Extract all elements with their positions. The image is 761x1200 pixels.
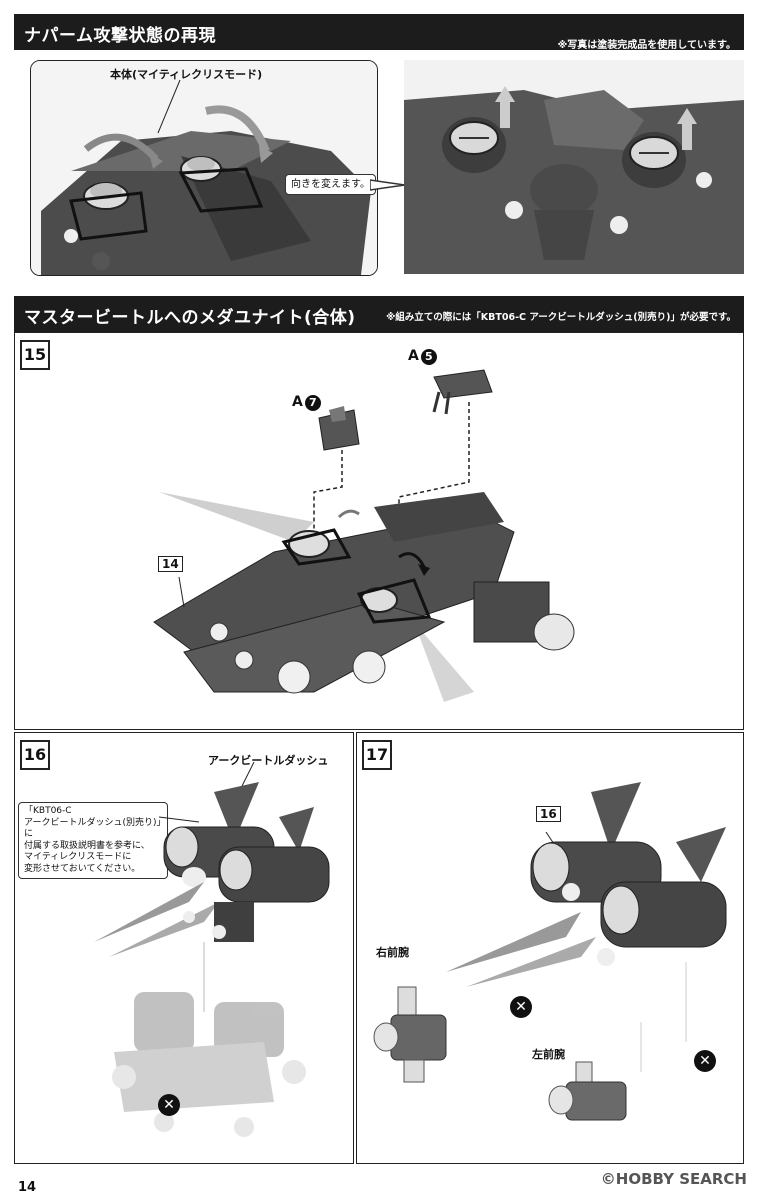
callout-pointer [370,179,405,191]
step-15-illustration [153,369,575,702]
photo-frame-before [30,60,378,276]
remove-mark-right-arm: ✕ [510,996,532,1018]
part-letter: A [408,348,419,364]
ref-step-16: 16 [536,806,561,822]
section-title: マスタービートルへのメダユナイト(合体) [24,308,356,328]
step-17-illustration [373,782,727,1121]
body-label: 本体(マイティレクリスモード) [110,68,263,81]
page-number: 14 [18,1180,37,1195]
callout-line: 変形させておいてください。 [24,863,141,874]
part-number: 7 [304,395,321,411]
robot-photo-after [404,60,744,274]
callout-line: アークビートルダッシュ(別売り)」に [24,817,161,840]
part-number: 5 [420,349,437,365]
watermark: ©HOBBY SEARCH [600,1170,747,1188]
step-number: 15 [20,340,50,370]
section-title: ナパーム攻撃状態の再現 [24,26,216,46]
step-17-panel [356,732,744,1164]
arc-beetle-label: アークビートルダッシュ [208,754,329,767]
section-header-napalm: ナパーム攻撃状態の再現 ※写真は塗装完成品を使用しています。 [14,14,744,51]
callout-line: 付属する取扱説明書を参考に、 [24,840,150,851]
photo-after [404,60,744,274]
section-note: ※組み立ての際には「KBT06-C アークビートルダッシュ(別売り)」が必要です… [386,312,736,323]
part-letter: A [292,394,303,410]
remove-mark: ✕ [158,1094,180,1116]
section-note: ※写真は塗装完成品を使用しています。 [557,40,736,51]
ref-step-14: 14 [158,556,183,572]
callout-change-direction: 向きを変えます。 [285,174,376,195]
callout-line: 「KBT06-C [24,806,72,816]
remove-mark-left-arm: ✕ [694,1050,716,1072]
step-number: 16 [20,740,50,770]
step-16-illustration [94,761,330,1137]
section-header-medaunite: マスタービートルへのメダユナイト(合体) ※組み立ての際には「KBT06-C ア… [14,296,744,332]
step-number: 17 [362,740,392,770]
right-forearm-label: 右前腕 [376,946,409,959]
left-forearm-label: 左前腕 [532,1048,565,1061]
callout-line: マイティレクリスモードに [24,852,132,862]
leader-line [157,79,181,134]
robot-photo-before [31,61,377,275]
